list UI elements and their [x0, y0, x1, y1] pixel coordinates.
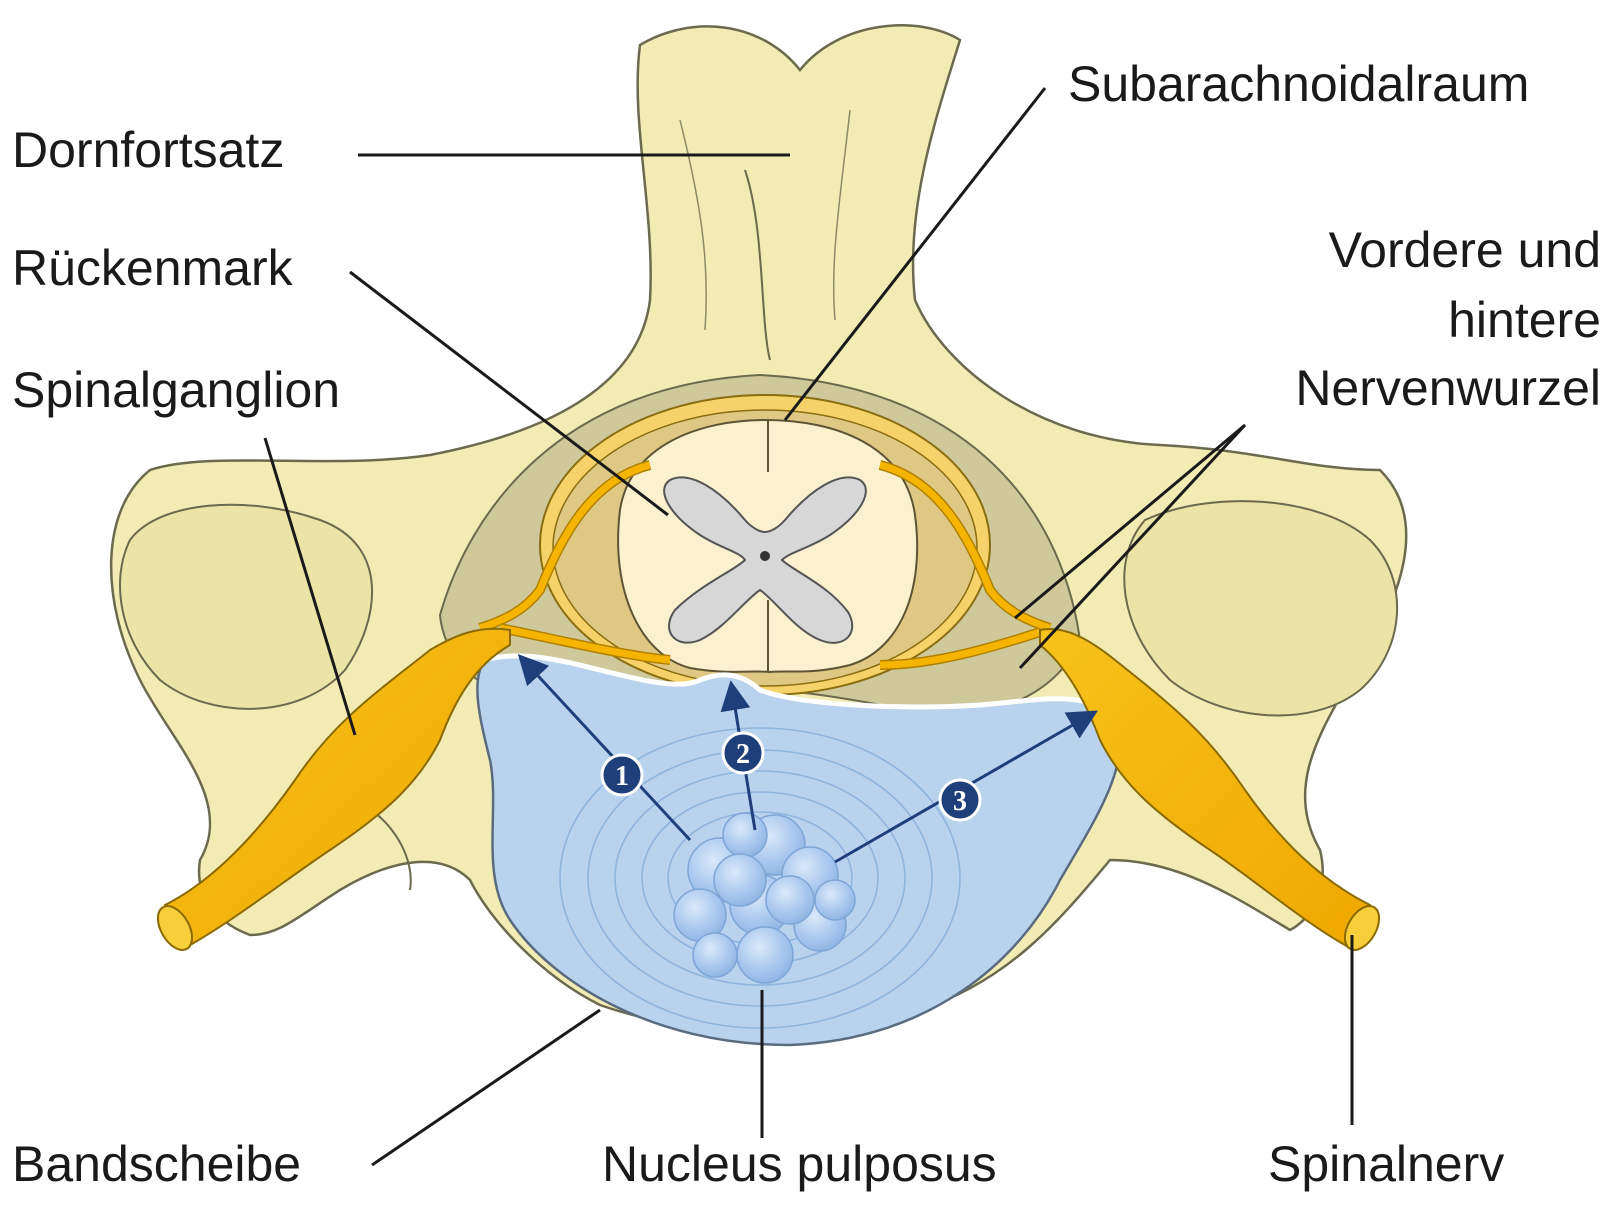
marker-2: 2: [723, 733, 763, 773]
label-subarachnoidalraum: Subarachnoidalraum: [1068, 56, 1529, 113]
marker-3: 3: [940, 780, 980, 820]
svg-text:3: 3: [953, 786, 967, 817]
label-rueckenmark: Rückenmark: [12, 240, 293, 297]
label-nervenwurzel-line3: Nervenwurzel: [1295, 360, 1601, 417]
marker-1: 1: [602, 755, 642, 795]
label-spinalganglion: Spinalganglion: [12, 362, 340, 419]
label-nucleus-pulposus: Nucleus pulposus: [602, 1136, 997, 1193]
label-spinalnerv: Spinalnerv: [1268, 1136, 1504, 1193]
label-nervenwurzel-line1: Vordere und: [1329, 222, 1601, 279]
label-nervenwurzel-line2: hintere: [1448, 292, 1601, 349]
label-bandscheibe: Bandscheibe: [12, 1136, 301, 1193]
label-dornfortsatz: Dornfortsatz: [12, 122, 284, 179]
left-facet: [120, 505, 372, 709]
svg-text:2: 2: [736, 739, 750, 770]
leader-bandscheibe: [372, 1010, 600, 1165]
svg-text:1: 1: [615, 761, 629, 792]
